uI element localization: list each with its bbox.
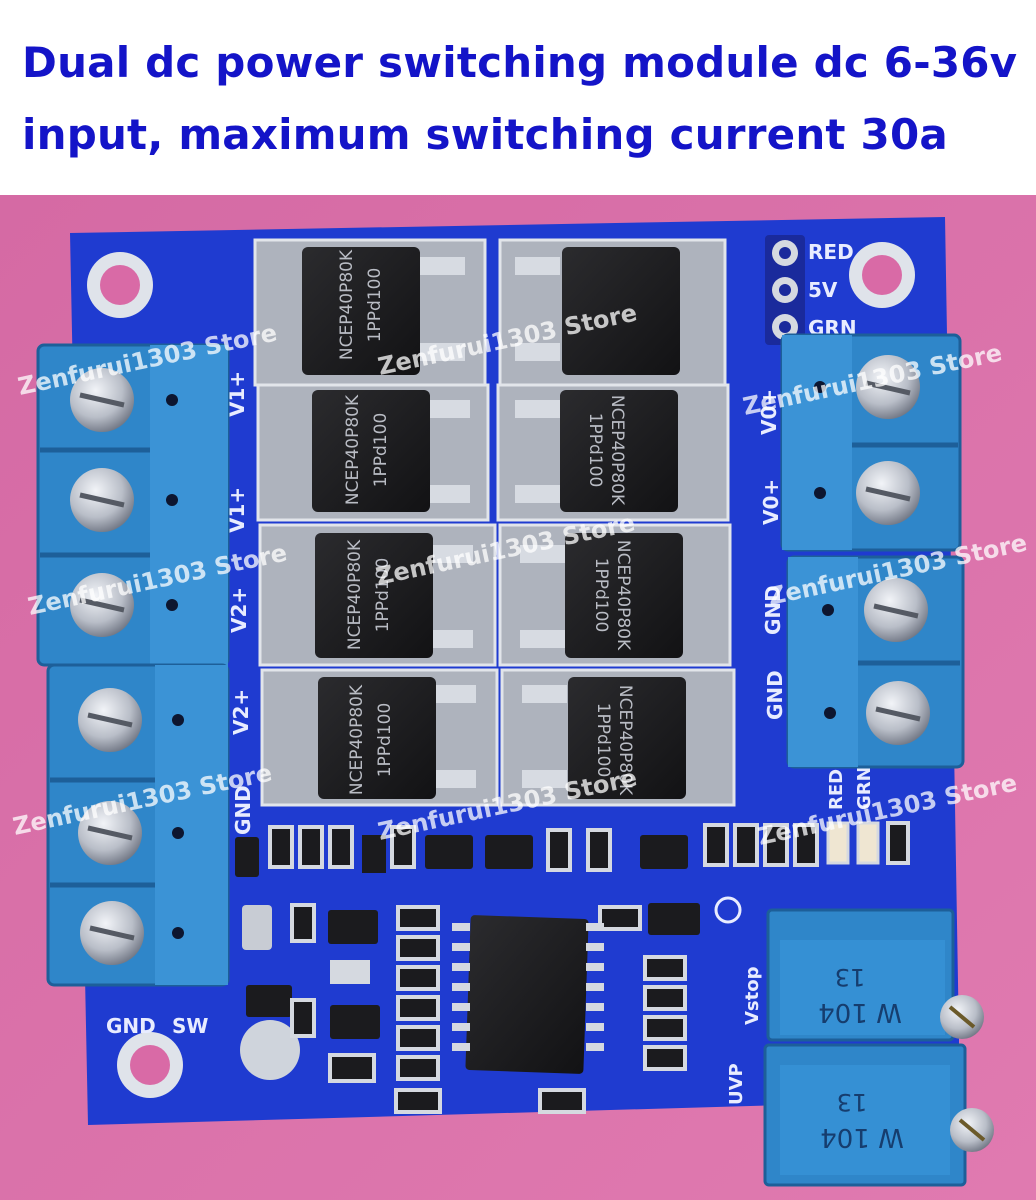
control-ic — [452, 915, 604, 1074]
svg-text:NCEP40P80K: NCEP40P80K — [615, 685, 635, 796]
pot-label-uvp: UVP — [726, 1063, 747, 1105]
terminal-block-v0 — [780, 333, 962, 552]
svg-text:1PPd100: 1PPd100 — [591, 558, 611, 633]
svg-text:1PPd100: 1PPd100 — [375, 703, 395, 778]
svg-text:1PPd100: 1PPd100 — [373, 558, 393, 633]
svg-text:W 104: W 104 — [820, 1122, 904, 1152]
svg-text:V2+: V2+ — [229, 689, 253, 735]
smd-components — [235, 821, 910, 1114]
svg-text:1PPd100: 1PPd100 — [365, 268, 385, 343]
svg-text:RED: RED — [826, 769, 847, 810]
svg-text:NCEP40P80K: NCEP40P80K — [343, 394, 363, 505]
terminal-block-v2 — [46, 663, 230, 987]
mosfet-markings: NCEP40P80K 1PPd100 NCEP40P80K 1PPd100 NC… — [337, 249, 635, 796]
bottom-label-sw: SW — [172, 1014, 208, 1038]
svg-text:5V: 5V — [808, 278, 838, 302]
bottom-label-gnd: GND — [106, 1014, 156, 1038]
svg-text:GRN: GRN — [854, 766, 875, 810]
svg-text:RED: RED — [808, 240, 854, 264]
svg-text:V2+: V2+ — [227, 587, 251, 633]
svg-text:W 104: W 104 — [818, 997, 902, 1027]
pot-label-vstop: Vstop — [742, 966, 763, 1025]
trimmer-pot-uvp: 13 W 104 — [763, 1043, 994, 1187]
test-pad — [240, 1020, 300, 1080]
svg-text:V0+: V0+ — [757, 389, 781, 435]
svg-text:GND: GND — [763, 670, 787, 720]
svg-text:NCEP40P80K: NCEP40P80K — [337, 249, 357, 360]
terminal-block-gnd — [786, 555, 965, 769]
svg-text:V0+: V0+ — [759, 479, 783, 525]
pcb-board: NCEP40P80K 1PPd100 NCEP40P80K 1PPd100 NC… — [70, 217, 960, 1125]
terminal-block-v1 — [36, 343, 230, 667]
title-banner: Dual dc power switching module dc 6-36v … — [0, 0, 1036, 195]
right-silk-labels: V0+ V0+ GND GND RED GRN — [757, 389, 875, 810]
svg-text:NCEP40P80K: NCEP40P80K — [607, 395, 627, 506]
svg-text:GND: GND — [231, 785, 255, 835]
svg-text:13: 13 — [835, 963, 866, 991]
svg-text:NCEP40P80K: NCEP40P80K — [613, 540, 633, 651]
trimmer-pot-vstop: 13 W 104 — [766, 908, 984, 1042]
product-photo: NCEP40P80K 1PPd100 NCEP40P80K 1PPd100 NC… — [0, 195, 1036, 1200]
title-line-1: Dual dc power switching module dc 6-36v — [22, 38, 1018, 87]
title-line-2: input, maximum switching current 30a — [22, 110, 948, 159]
svg-text:NCEP40P80K: NCEP40P80K — [347, 684, 367, 795]
svg-text:NCEP40P80K: NCEP40P80K — [345, 539, 365, 650]
svg-text:1PPd100: 1PPd100 — [585, 413, 605, 488]
svg-text:13: 13 — [837, 1088, 868, 1116]
mosfet-array — [253, 238, 736, 807]
svg-text:1PPd100: 1PPd100 — [371, 413, 391, 488]
svg-text:1PPd100: 1PPd100 — [593, 703, 613, 778]
svg-text:GND: GND — [761, 585, 785, 635]
